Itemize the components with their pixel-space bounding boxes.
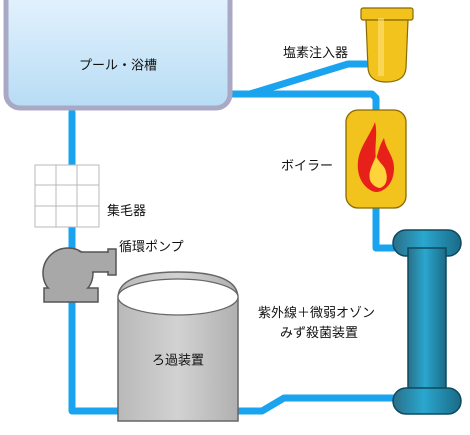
uv-label-line2: みず殺菌装置 <box>280 326 359 341</box>
flame-icon <box>357 122 394 192</box>
uv-sterilizer <box>392 229 462 415</box>
pump-icon <box>42 247 117 303</box>
filter-tank <box>117 271 239 422</box>
chlorinator-unit <box>360 7 414 83</box>
pipe-boiler-to-uv <box>372 204 399 252</box>
pump-label: 循環ポンプ <box>119 240 184 255</box>
pipe-pool-to-chlorinator <box>228 60 370 98</box>
pipe-uv-to-filter <box>235 394 399 415</box>
boiler-unit <box>345 109 407 209</box>
hair-catcher-grid <box>34 164 100 228</box>
pool-label: プール・浴槽 <box>78 58 158 74</box>
uv-label-line1: 紫外線＋微弱オゾン <box>258 306 376 321</box>
pipe-filter-to-pump-loop <box>68 288 122 415</box>
chlorinator-label: 塩素注入器 <box>283 46 349 61</box>
boiler-label: ボイラー <box>281 159 334 174</box>
pool-tank <box>3 0 233 111</box>
pipe-pool-to-boiler <box>228 90 380 114</box>
filter-label: ろ過装置 <box>151 353 205 369</box>
hair-catcher-label: 集毛器 <box>107 204 147 219</box>
